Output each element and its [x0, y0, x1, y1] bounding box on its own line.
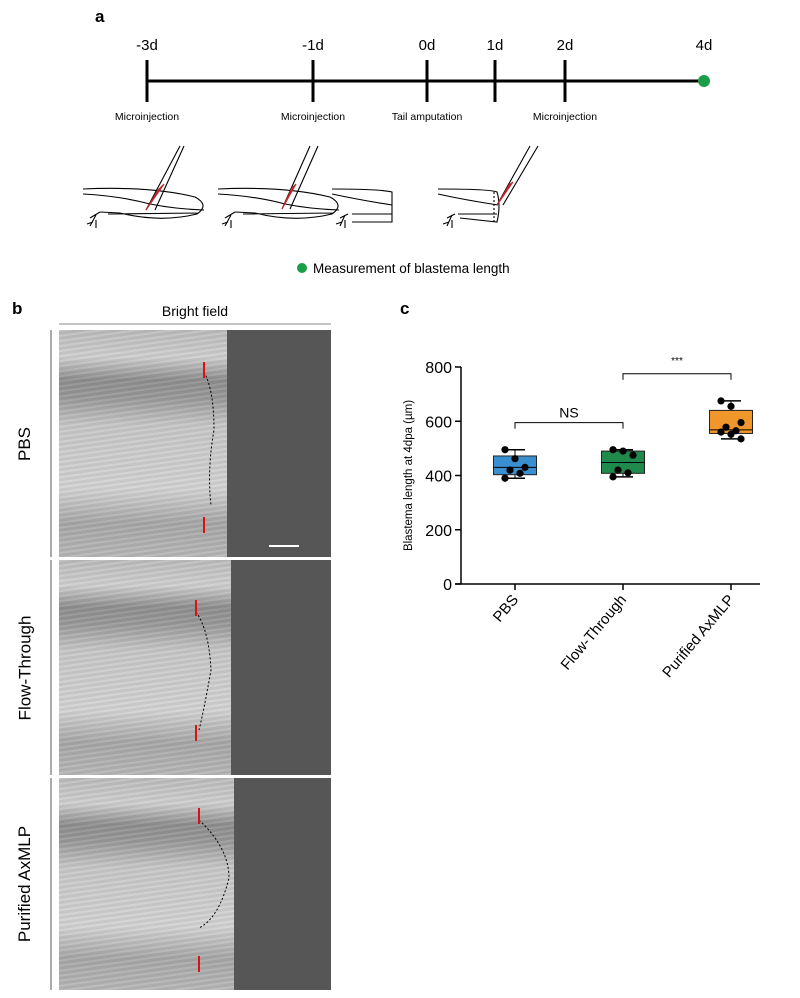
- row-label-purified-axmlp: Purified AxMLP: [0, 778, 50, 990]
- timepoint-label: 2d: [557, 37, 574, 54]
- y-tick-label: 0: [443, 577, 452, 594]
- y-tick-label: 200: [425, 523, 452, 540]
- timepoint-event: Microinjection: [281, 111, 345, 123]
- bright-field-image-purified-axmlp: [59, 778, 331, 990]
- timepoint-label: 1d: [487, 37, 504, 54]
- data-point: [609, 446, 617, 454]
- data-point: [506, 466, 514, 474]
- timepoint-label: -3d: [136, 37, 158, 54]
- legend-measurement: Measurement of blastema length: [313, 261, 510, 276]
- bright-field-header: Bright field: [162, 303, 228, 319]
- panel-c-letter: c: [400, 299, 409, 318]
- data-point: [722, 423, 730, 431]
- data-point: [501, 446, 509, 454]
- bright-field-image-pbs: [59, 330, 331, 557]
- data-point: [717, 397, 725, 405]
- y-tick-label: 400: [425, 469, 452, 486]
- data-point: [501, 474, 509, 482]
- data-point: [614, 466, 622, 474]
- significance-label: NS: [559, 405, 578, 421]
- y-tick-label: 800: [425, 360, 452, 377]
- x-tick-label: Purified AxMLP: [659, 592, 738, 681]
- data-point: [511, 455, 519, 463]
- row-label-text: Purified AxMLP: [15, 825, 35, 943]
- data-point: [737, 419, 745, 427]
- timepoint-event: Tail amputation: [392, 111, 463, 123]
- data-point: [727, 430, 735, 438]
- y-tick-label: 600: [425, 414, 452, 431]
- data-point: [737, 435, 745, 443]
- axolotl-tail-drawings: [82, 145, 539, 228]
- data-point: [732, 427, 740, 435]
- bright-field-image-flow-through: [59, 560, 331, 775]
- x-tick-label: PBS: [490, 592, 522, 626]
- data-point: [609, 473, 617, 481]
- y-axis-label: Blastema length at 4dpa (µm): [403, 400, 415, 551]
- significance-bracket: [514, 422, 624, 429]
- data-point: [629, 451, 637, 459]
- measurement-marker-icon: [297, 263, 307, 273]
- data-point: [619, 447, 627, 455]
- timepoint-event: Microinjection: [115, 111, 179, 123]
- data-point: [624, 469, 632, 477]
- row-label-text: PBS: [15, 426, 34, 461]
- timepoint-label: 0d: [419, 37, 436, 54]
- data-point: [516, 469, 524, 477]
- timepoint-label: 4d: [696, 37, 713, 54]
- timepoint-event: Microinjection: [533, 111, 597, 123]
- measurement-marker-icon: [698, 75, 710, 87]
- timepoint-label: -1d: [302, 37, 324, 54]
- row-label-pbs: PBS: [0, 330, 50, 557]
- data-point: [727, 402, 735, 410]
- data-point: [521, 463, 529, 471]
- row-label-flow-through: Flow-Through: [0, 560, 50, 775]
- significance-label: ***: [671, 356, 683, 367]
- panel-b-letter: b: [12, 299, 22, 318]
- significance-bracket: [622, 373, 732, 380]
- row-label-text: Flow-Through: [15, 615, 34, 720]
- panel-a-letter: a: [95, 7, 105, 26]
- x-tick-label: Flow-Through: [558, 592, 631, 674]
- data-point: [717, 428, 725, 436]
